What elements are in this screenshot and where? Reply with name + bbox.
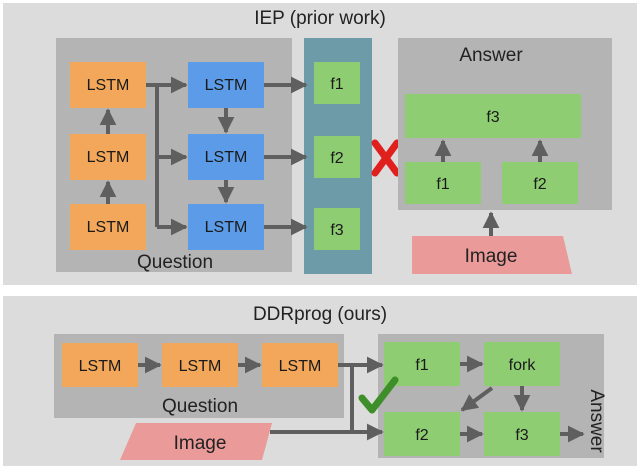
iep-executor-f2 <box>502 162 578 204</box>
ddr-module-f3-label: f3 <box>515 427 528 444</box>
iep-program-f2-label: f2 <box>330 150 343 167</box>
iep-encoder-lstm-2-label: LSTM <box>87 149 130 166</box>
ddr-module-fork <box>484 342 560 386</box>
ddr-image-label: Image <box>174 433 227 454</box>
iep-executor-f2-label: f2 <box>533 176 546 193</box>
iep-decoder-lstm-1-label: LSTM <box>205 77 248 94</box>
ddr-panel: DDRprog (ours) Question LSTM LSTM LSTM A… <box>3 296 637 466</box>
ddr-lstm-2 <box>162 343 238 387</box>
iep-decoder-lstm-3 <box>188 204 264 250</box>
iep-encoder-lstm-1 <box>70 62 146 108</box>
red-cross-icon <box>371 139 401 177</box>
ddr-answer-label: Answer <box>586 389 607 453</box>
iep-executor-f1-label: f1 <box>436 176 449 193</box>
ddr-module-fork-label: fork <box>509 357 537 374</box>
ddr-lstm-2-label: LSTM <box>179 358 222 375</box>
ddr-module-f2 <box>384 412 460 456</box>
iep-decoder-lstm-1 <box>188 62 264 108</box>
iep-encoder-lstm-1-label: LSTM <box>87 77 130 94</box>
iep-program-f3-label: f3 <box>330 222 343 239</box>
iep-program-f1-label: f1 <box>330 76 343 93</box>
iep-program-f1 <box>314 62 360 104</box>
iep-executor-f1 <box>405 162 481 204</box>
iep-decoder-lstm-2-label: LSTM <box>205 149 248 166</box>
ddr-lstm-3-label: LSTM <box>279 358 322 375</box>
iep-title: IEP (prior work) <box>254 8 386 29</box>
iep-panel: IEP (prior work) Question LSTM LSTM LSTM… <box>3 3 637 285</box>
iep-image-block <box>412 236 572 274</box>
iep-encoder-lstm-3-label: LSTM <box>87 219 130 236</box>
iep-program-f2 <box>314 136 360 178</box>
ddr-module-f3 <box>484 412 560 456</box>
iep-image-label: Image <box>465 246 518 267</box>
iep-decoder-lstm-3-label: LSTM <box>205 219 248 236</box>
iep-decoder-lstm-2 <box>188 134 264 180</box>
iep-encoder-lstm-3 <box>70 204 146 250</box>
ddr-module-f2-label: f2 <box>415 427 428 444</box>
ddr-question-label: Question <box>162 396 238 417</box>
ddr-title: DDRprog (ours) <box>253 304 387 325</box>
iep-executor-f3-label: f3 <box>486 109 499 126</box>
ddr-lstm-1 <box>62 343 138 387</box>
iep-question-label: Question <box>137 252 213 273</box>
ddr-image-block <box>120 423 272 460</box>
iep-program-f3 <box>314 208 360 250</box>
ddr-module-f1-label: f1 <box>415 357 428 374</box>
iep-executor-f3 <box>405 94 581 138</box>
iep-encoder-lstm-2 <box>70 134 146 180</box>
ddr-lstm-3 <box>262 343 338 387</box>
green-checkmark-icon <box>358 376 399 414</box>
ddr-arrow-fork-f2 <box>460 386 494 412</box>
iep-answer-label: Answer <box>459 45 523 66</box>
ddr-lstm-1-label: LSTM <box>79 358 122 375</box>
